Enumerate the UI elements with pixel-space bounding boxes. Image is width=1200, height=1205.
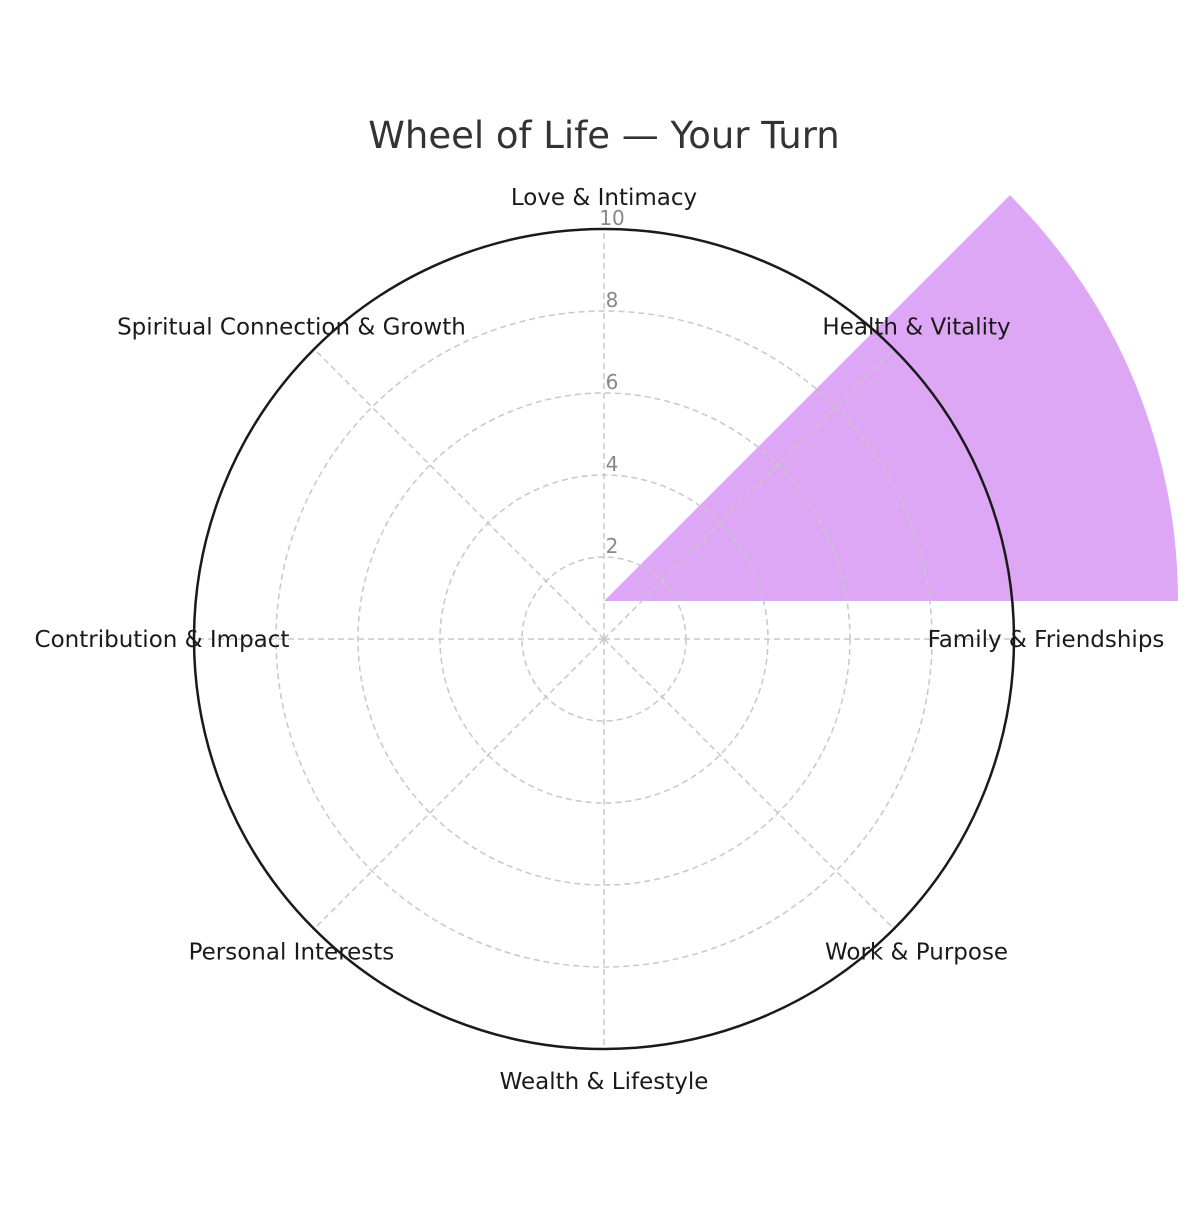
r-tick-label-10: 10 [599,206,624,230]
grid-spoke-spiritual-connection-and-growth [313,348,605,640]
r-tick-label-8: 8 [606,288,619,312]
category-label-wealth-and-lifestyle: Wealth & Lifestyle [500,1069,709,1095]
outer-ring [192,227,1016,1051]
category-label-love-and-intimacy: Love & Intimacy [511,185,697,211]
grid-spoke-personal-interests [313,638,605,930]
category-label-personal-interests: Personal Interests [189,940,395,966]
grid-spoke-work-and-purpose [603,638,895,930]
r-tick-label-2: 2 [606,534,619,558]
grid-spoke-health-and-vitality [603,348,895,640]
r-tick-label-4: 4 [606,452,619,476]
value-wedge-health-and-vitality [604,195,1178,601]
category-label-health-and-vitality: Health & Vitality [822,314,1010,340]
r-tick-label-6: 6 [606,370,619,394]
category-label-spiritual-connection-and-growth: Spiritual Connection & Growth [117,314,466,340]
category-label-contribution-and-impact: Contribution & Impact [35,627,290,653]
grid-ring-8 [275,310,933,968]
category-label-family-and-friendships: Family & Friendships [928,627,1165,653]
chart-title: Wheel of Life — Your Turn [368,114,839,157]
category-label-work-and-purpose: Work & Purpose [825,940,1008,966]
